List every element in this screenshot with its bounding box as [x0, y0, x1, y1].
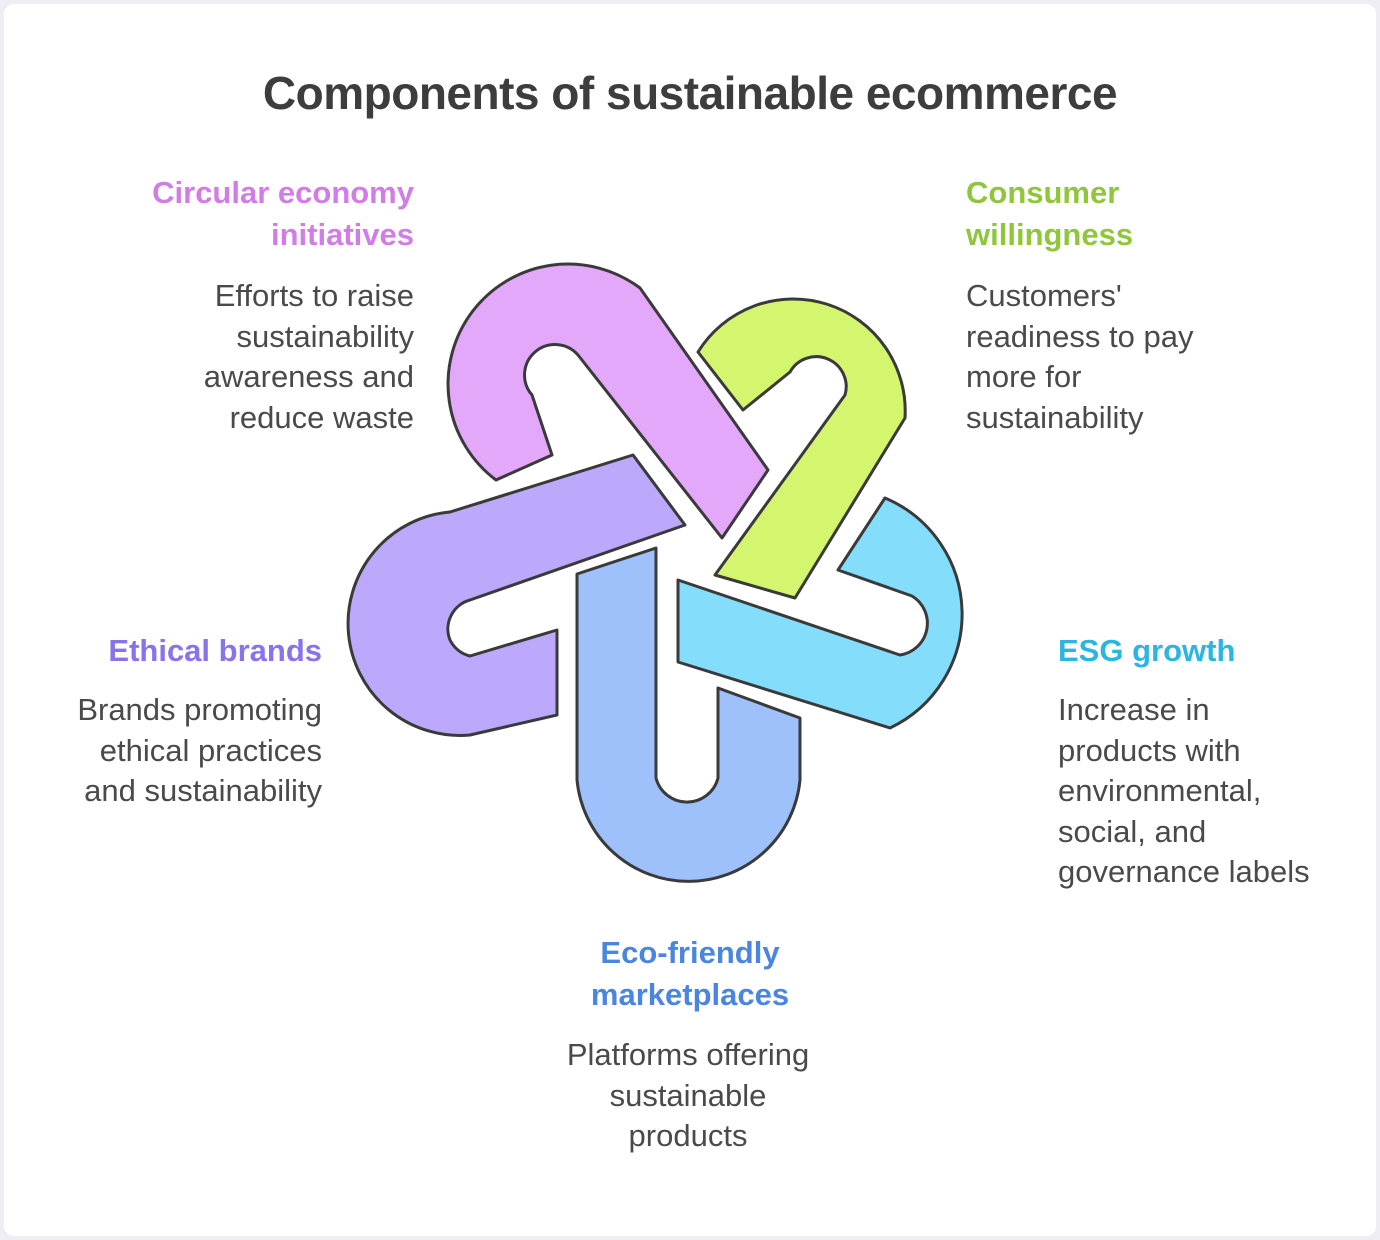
desc-line: Customers': [966, 278, 1122, 313]
desc-line: products with: [1058, 732, 1241, 768]
desc-consumer-willingness: Customers' readiness to pay more for sus…: [966, 276, 1193, 438]
heading-line: Ethical brands: [108, 633, 322, 668]
desc-line: reduce waste: [229, 399, 414, 435]
loop-circular-economy: [446, 262, 770, 540]
diagram-title: Components of sustainable ecommerce: [262, 67, 1118, 119]
desc-line: Increase in: [1058, 692, 1210, 727]
desc-line: and sustainability: [84, 773, 322, 808]
loop-consumer-willingness: [696, 297, 907, 600]
desc-line: readiness to pay: [966, 318, 1194, 354]
heading-line: willingness: [966, 217, 1134, 252]
desc-line: ethical practices: [99, 732, 322, 768]
desc-line: awareness and: [203, 359, 414, 394]
desc-line: environmental,: [1058, 773, 1262, 808]
desc-line: products: [628, 1118, 748, 1153]
loop-esg-growth: [676, 496, 964, 730]
heading-line: Circular economy: [152, 175, 414, 210]
heading-ethical-brands: Ethical brands: [108, 630, 322, 672]
heading-esg-growth: ESG growth: [1058, 630, 1235, 672]
heading-eco-friendly-marketplaces: Eco-friendly marketplaces: [490, 932, 890, 1016]
desc-line: Brands promoting: [77, 692, 322, 727]
desc-line: more for: [966, 359, 1082, 394]
heading-line: initiatives: [271, 217, 414, 252]
heading-line: Eco-friendly: [600, 935, 780, 970]
heading-line: marketplaces: [590, 977, 790, 1012]
desc-esg-growth: Increase in products with environmental,…: [1058, 690, 1310, 893]
heading-consumer-willingness: Consumer willingness: [966, 172, 1133, 256]
desc-line: sustainability: [236, 318, 414, 354]
heading-line: Consumer: [966, 175, 1120, 210]
desc-ethical-brands: Brands promoting ethical practices and s…: [77, 690, 322, 812]
desc-line: sustainability: [966, 399, 1144, 435]
desc-line: Platforms offering: [566, 1037, 810, 1072]
desc-line: sustainable: [609, 1077, 767, 1113]
heading-circular-economy: Circular economy initiatives: [152, 172, 414, 256]
desc-line: social, and: [1058, 813, 1207, 849]
desc-eco-friendly-marketplaces: Platforms offering sustainable products: [488, 1035, 888, 1157]
heading-line: ESG growth: [1058, 633, 1236, 668]
loop-eco-friendly-marketplaces: [575, 546, 802, 883]
desc-circular-economy: Efforts to raise sustainability awarenes…: [204, 276, 414, 438]
desc-line: Efforts to raise: [214, 278, 414, 313]
loop-ethical-brands: [346, 453, 687, 737]
desc-line: governance labels: [1058, 854, 1310, 889]
